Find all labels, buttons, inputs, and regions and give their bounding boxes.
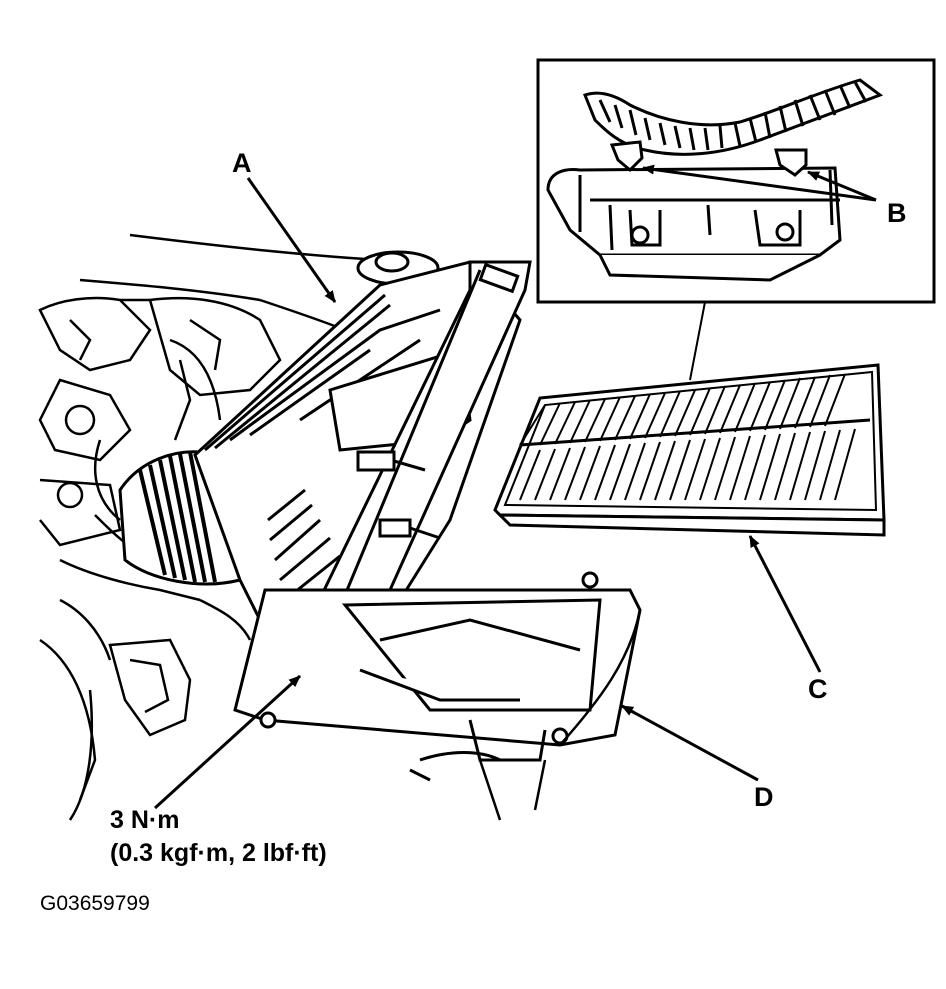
leader-torque [153,674,302,810]
leader-c [748,535,822,673]
torque-spec: 3 N·m (0.3 kgf·m, 2 lbf·ft) [110,804,327,870]
leader-b-2 [807,170,877,202]
callout-a-label: A [232,148,252,178]
harness-clips [609,140,808,177]
inset-detail [536,58,936,381]
lower-supports [478,609,642,821]
callout-leaders [153,164,877,810]
air-cleaner-lower-housing [233,571,642,782]
figure-id: G03659799 [40,892,150,915]
filter-pleats [519,373,856,501]
callout-b-label: B [887,198,907,228]
callout-c-label: C [808,674,828,704]
engine-bay-background [38,233,421,821]
torque-spec-metric: 3 N·m [110,806,180,834]
leader-d [621,704,759,782]
wire-harness [583,78,884,156]
air-filter-element [493,363,886,537]
leader-a [246,177,337,303]
leader-b-1 [642,164,877,202]
callout-d-label: D [754,782,774,812]
torque-spec-alt-units: (0.3 kgf·m, 2 lbf·ft) [110,839,327,867]
